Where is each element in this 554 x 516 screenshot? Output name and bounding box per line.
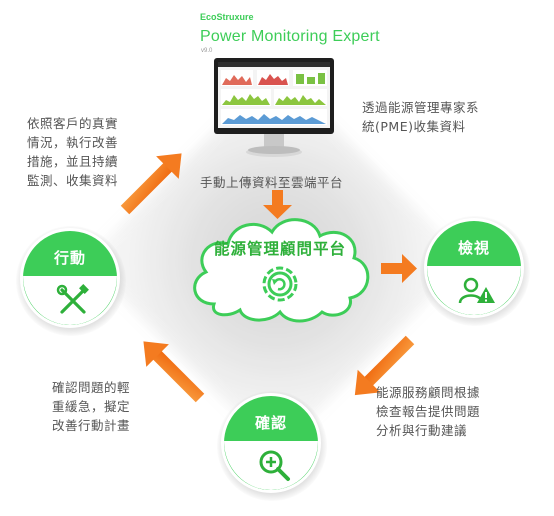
person-alert-icon xyxy=(458,277,495,304)
confirm-description: 確認問題的輕 重緩急，擬定 改善行動計畫 xyxy=(52,378,130,435)
review-description-line: 檢查報告提供問題 xyxy=(376,404,481,419)
action-description-line: 監測、收集資料 xyxy=(27,173,119,188)
confirm-description-line: 確認問題的輕 xyxy=(52,380,131,395)
action-label: 行動 xyxy=(53,249,86,267)
action-description-line: 措施，並且持續 xyxy=(27,154,119,169)
action-description-line: 情況，執行改善 xyxy=(27,135,119,150)
monitor-icon xyxy=(214,58,334,157)
pme-collect-line: 透過能源管理專家系 xyxy=(362,100,480,115)
review-label: 檢視 xyxy=(457,239,490,257)
confirm-description-line: 改善行動計畫 xyxy=(52,418,131,433)
gear-icon xyxy=(262,266,298,302)
review-description-line: 能源服務顧問根據 xyxy=(376,385,481,400)
action-description-line: 依照客戶的真實 xyxy=(27,116,119,131)
action-description: 依照客戶的真實 情況，執行改善 措施，並且持續 監測、收集資料 xyxy=(27,114,118,190)
cloud-platform xyxy=(193,218,370,323)
arrow-right-icon xyxy=(381,254,417,283)
cloud-title: 能源管理顧問平台 xyxy=(213,240,346,258)
pme-collect-line: 統(PME)收集資料 xyxy=(362,119,466,134)
upload-cloud-text: 手動上傳資料至雲端平台 xyxy=(200,175,344,190)
brand-logo: EcoStruxure xyxy=(200,12,254,22)
product-version: v9.0 xyxy=(201,48,213,54)
review-description-line: 分析與行動建議 xyxy=(376,423,468,438)
tools-icon xyxy=(56,284,89,314)
arrow-down-left-icon xyxy=(354,335,415,396)
arrow-up-right-icon xyxy=(120,153,182,215)
pme-collect-text: 透過能源管理專家系 統(PME)收集資料 xyxy=(362,98,479,136)
review-description: 能源服務顧問根據 檢查報告提供問題 分析與行動建議 xyxy=(376,383,480,440)
confirm-label: 確認 xyxy=(254,414,287,432)
magnify-plus-icon xyxy=(259,450,290,481)
arrow-up-left-icon xyxy=(143,341,205,403)
product-title: Power Monitoring Expert xyxy=(200,28,380,45)
confirm-description-line: 重緩急，擬定 xyxy=(52,399,131,414)
arrow-down-icon xyxy=(263,190,292,219)
